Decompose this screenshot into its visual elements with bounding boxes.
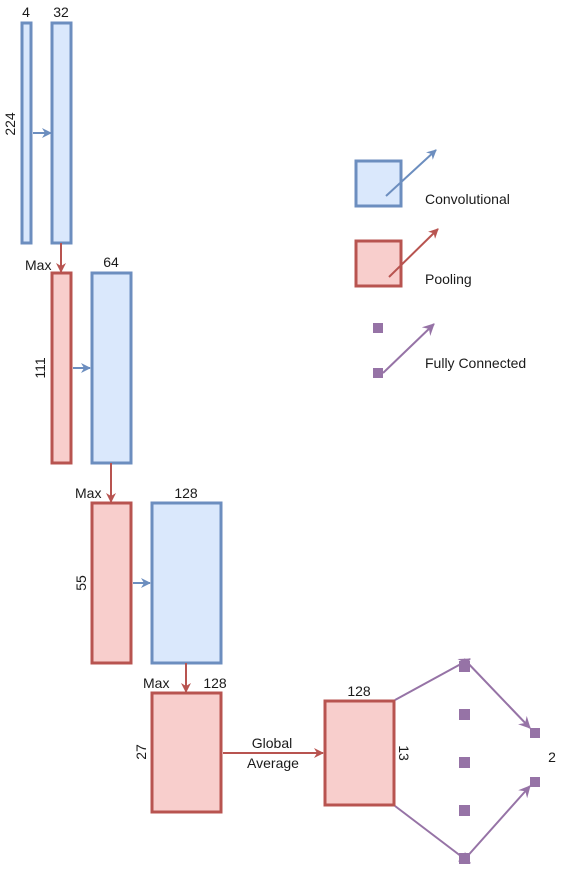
pool3-op-label: Max [143,675,169,691]
fc-arrow-top-in [394,658,471,701]
pool2-layer [90,501,133,665]
input-size-label: 224 [2,112,18,136]
conv2-channels-label: 64 [103,254,119,270]
pool1-layer [50,271,73,465]
input-channels-label: 4 [22,4,30,20]
legend-conv-swatch [354,159,403,208]
conv1-layer [50,21,73,245]
legend-pool-label: Pooling [425,271,472,287]
input-layer [20,21,33,245]
legend: Convolutional Pooling Fully Connected [354,149,526,378]
legend-conv-arrow [385,149,437,197]
conv3-layer [150,501,223,665]
pool3-size-label: 27 [133,744,149,760]
pool3-channels-label: 128 [203,675,227,691]
output-neuron [530,728,540,738]
legend-pool-arrow [388,228,439,278]
conv1-channels-label: 32 [53,4,69,20]
pool3-layer [150,691,223,814]
fc-neuron [459,709,470,720]
gap-size-label: 13 [396,745,412,761]
gap-layer [323,699,396,807]
legend-conv-label: Convolutional [425,191,510,207]
legend-fc-label: Fully Connected [425,355,526,371]
pool2-op-label: Max [75,485,101,501]
global-average-label-line2: Average [247,755,299,771]
pool2-size-label: 55 [73,575,89,591]
output-size-label: 2 [548,749,556,765]
legend-fc-dot-top [373,323,383,333]
legend-pool-swatch [354,239,403,288]
output-neuron [530,777,540,787]
conv3-channels-label: 128 [174,485,198,501]
fc-neuron [459,853,470,864]
gap-channels-label: 128 [347,683,371,699]
fc-arrow-bottom-in [394,805,471,864]
fc-arrow-top-out [463,658,531,729]
fc-neuron [459,661,470,672]
legend-fc-arrow [382,323,435,374]
conv2-layer [90,271,133,465]
fc-neuron [459,805,470,816]
pool1-size-label: 111 [32,357,48,378]
global-average-label-line1: Global [252,735,292,751]
legend-fc-dot-bottom [373,368,383,378]
pool1-op-label: Max [25,257,51,273]
fc-arrow-bottom-out [463,785,531,861]
fc-neuron [459,757,470,768]
